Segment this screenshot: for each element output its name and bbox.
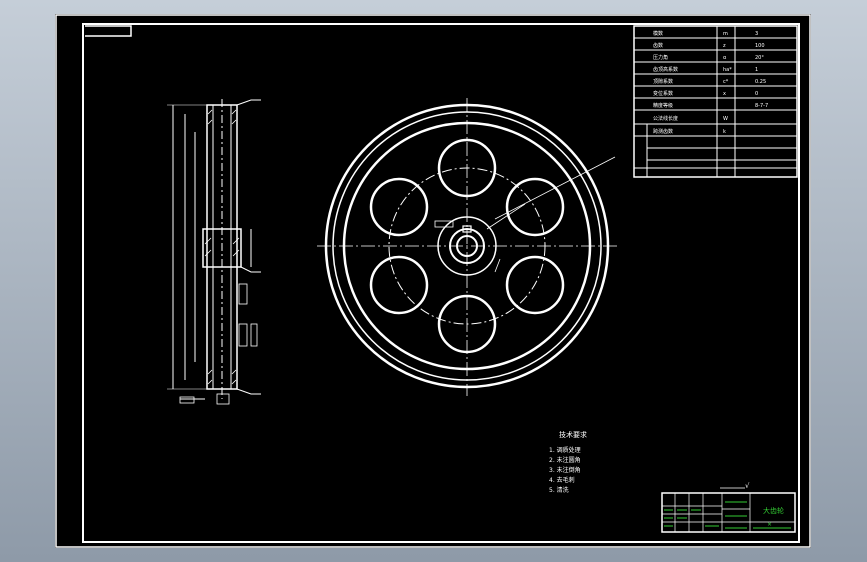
drawing-canvas: 模数 m 3 齿数 z 100 压力角 α 20° 齿顶高系数 ha* 1 顶隙… (55, 14, 811, 548)
lightening-hole (505, 255, 565, 315)
title-block: 大齿轮 × (661, 492, 796, 533)
param-value: 0.25 (755, 79, 766, 85)
tech-req-item: 5. 清洗 (549, 486, 569, 494)
param-name: 模数 (653, 30, 663, 37)
param-symbol: z (723, 43, 726, 49)
param-symbol: α (723, 55, 727, 61)
surface-roughness-mark: √ (720, 482, 750, 490)
code-box (85, 25, 132, 37)
param-name: 变位系数 (653, 90, 673, 97)
param-symbol: k (723, 129, 726, 135)
gear-front-view (317, 98, 619, 396)
tech-req-item: 1. 调质处理 (549, 446, 581, 454)
tech-req-item: 3. 未注倒角 (549, 466, 581, 474)
param-name: 顶隙系数 (653, 78, 673, 85)
param-value: 0 (755, 91, 758, 97)
param-name: 齿顶高系数 (653, 66, 678, 73)
param-symbol: W (723, 116, 728, 122)
part-name: 大齿轮 (763, 506, 784, 515)
parameter-table (633, 25, 798, 178)
param-value: 3 (755, 31, 758, 37)
param-symbol: ha* (723, 67, 732, 73)
param-name: 跨测齿数 (653, 128, 673, 135)
param-symbol: m (723, 31, 728, 37)
param-value: 8-7-7 (755, 103, 768, 109)
lightening-hole (505, 177, 565, 237)
lightening-hole (369, 255, 429, 315)
param-symbol: x (723, 91, 726, 97)
drawing-sheet[interactable]: 模数 m 3 齿数 z 100 压力角 α 20° 齿顶高系数 ha* 1 顶隙… (55, 14, 811, 548)
param-name: 齿数 (653, 42, 663, 49)
param-name: 精度等级 (653, 102, 673, 109)
param-value: 100 (755, 43, 765, 49)
param-name: 压力角 (653, 54, 668, 61)
inner-border (82, 23, 800, 543)
param-value: 20° (755, 55, 764, 61)
param-symbol: c* (723, 79, 729, 85)
param-value: 1 (755, 67, 758, 73)
tech-req-item: 4. 去毛刺 (549, 476, 575, 484)
outer-border (55, 14, 811, 548)
tech-req-title: 技术要求 (559, 430, 587, 439)
section-view (167, 99, 261, 405)
tech-requirements: 技术要求 1. 调质处理 2. 未注圆角 3. 未注倒角 4. 去毛刺 5. 清… (549, 430, 587, 494)
svg-text:√: √ (745, 482, 750, 490)
param-name: 公法线长度 (653, 115, 678, 122)
tech-req-item: 2. 未注圆角 (549, 456, 581, 464)
title-extra: × (767, 521, 772, 528)
lightening-hole (369, 177, 429, 237)
